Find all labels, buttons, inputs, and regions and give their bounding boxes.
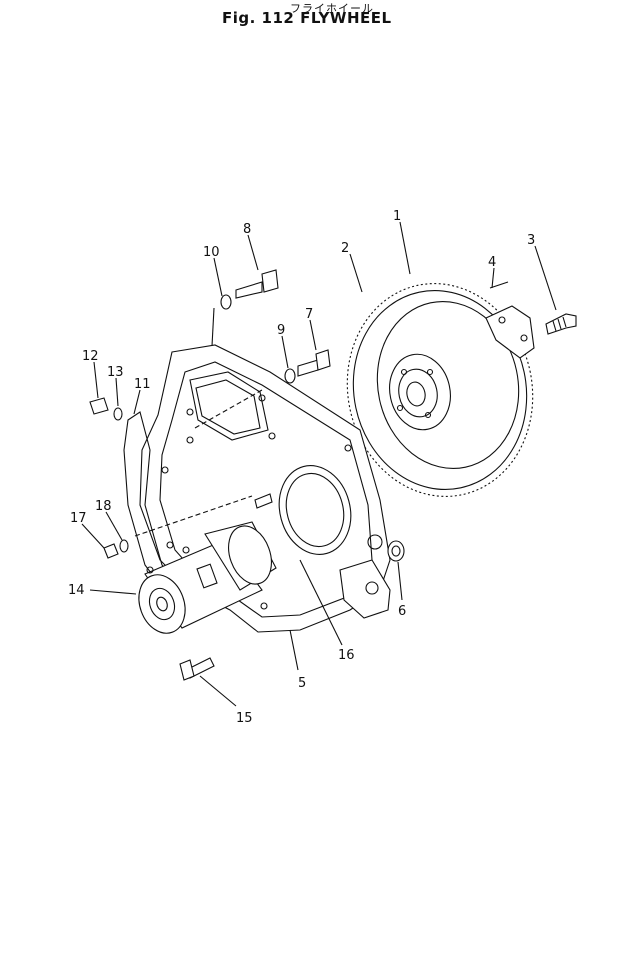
- small-parts: [89, 269, 405, 681]
- callout-17: 17: [70, 511, 87, 526]
- callout-10: 10: [203, 245, 220, 260]
- callout-14: 14: [68, 583, 85, 598]
- callout-12: 12: [82, 349, 99, 364]
- callout-13: 13: [107, 365, 124, 380]
- callout-8: 8: [243, 222, 251, 237]
- lock-plate-and-bolt: [485, 305, 577, 359]
- callout-9: 9: [277, 323, 285, 338]
- callout-15: 15: [236, 711, 253, 726]
- callout-4: 4: [488, 255, 496, 270]
- flywheel-drawing: [346, 283, 534, 497]
- callout-11: 11: [134, 377, 151, 392]
- callout-16: 16: [338, 648, 355, 663]
- callout-6: 6: [398, 604, 406, 619]
- figure-title-japanese: フライホイール: [290, 2, 374, 15]
- starting-motor-drawing: [138, 521, 277, 634]
- callout-3: 3: [527, 233, 535, 248]
- callout-labels: 1 2 3 4 5 6 7 8 9 10 11 12 13 14 15 16 1…: [68, 209, 535, 726]
- callout-7: 7: [305, 307, 313, 322]
- callout-18: 18: [95, 499, 112, 514]
- callout-1: 1: [393, 209, 401, 224]
- callout-5: 5: [298, 676, 306, 691]
- callout-2: 2: [341, 241, 349, 256]
- figure-title: Fig. 112 FLYWHEEL: [222, 9, 392, 27]
- leader-lines: [81, 221, 557, 707]
